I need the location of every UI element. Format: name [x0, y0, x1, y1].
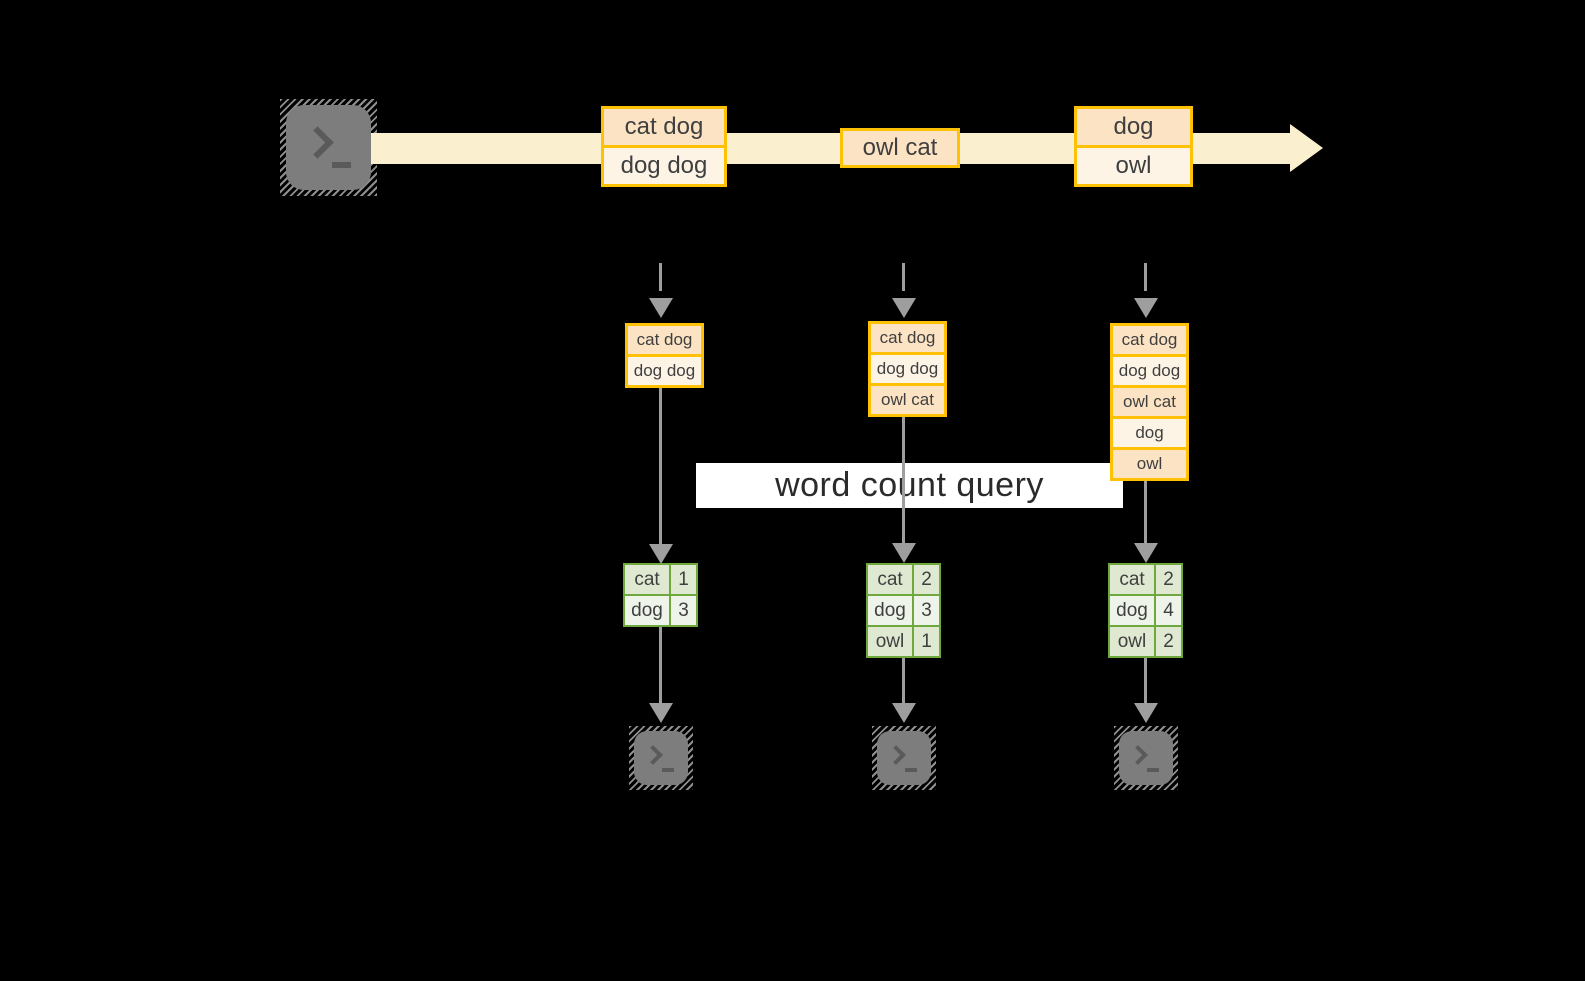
- batch-box: cat dog dog dog owl cat: [868, 321, 947, 417]
- batch-line: owl cat: [871, 386, 944, 414]
- stream-record-group: dog owl: [1074, 106, 1193, 187]
- table-cell-count: 2: [1156, 627, 1181, 656]
- terminal-screen: [634, 731, 688, 785]
- batch-line: dog dog: [628, 357, 701, 385]
- prompt-chevron-icon: [643, 745, 663, 765]
- dashed-arrowhead-icon: [892, 298, 916, 318]
- terminal-screen: [877, 731, 931, 785]
- flow-arrow-line: [659, 627, 662, 705]
- table-cell-word: cat: [625, 565, 669, 594]
- terminal-icon: [629, 726, 693, 790]
- flow-arrow-line: [902, 417, 905, 545]
- batch-line: owl cat: [1113, 388, 1186, 416]
- table-cell-word: dog: [868, 596, 912, 625]
- table-cell-count: 4: [1156, 596, 1181, 625]
- stream-record: cat dog: [604, 109, 724, 145]
- stream-record-group: cat dog dog dog: [601, 106, 727, 187]
- batch-line: owl: [1113, 450, 1186, 478]
- batch-line: cat dog: [628, 326, 701, 354]
- stream-record: owl: [1077, 148, 1190, 184]
- query-banner-label: word count query: [775, 466, 1044, 504]
- prompt-cursor-icon: [662, 768, 674, 772]
- batch-line: cat dog: [871, 324, 944, 352]
- table-cell-word: owl: [868, 627, 912, 656]
- batch-box: cat dog dog dog: [625, 323, 704, 388]
- table-cell-word: dog: [625, 596, 669, 625]
- table-cell-word: cat: [1110, 565, 1154, 594]
- batch-line: dog: [1113, 419, 1186, 447]
- stream-record-group: owl cat: [840, 128, 960, 168]
- flow-arrowhead-icon: [649, 703, 673, 723]
- stream-record: owl cat: [843, 131, 957, 165]
- flow-arrow-line: [902, 658, 905, 705]
- flow-arrowhead-icon: [649, 544, 673, 564]
- table-cell-word: dog: [1110, 596, 1154, 625]
- terminal-screen: [1119, 731, 1173, 785]
- table-cell-word: cat: [868, 565, 912, 594]
- flow-arrow-line: [1144, 658, 1147, 705]
- prompt-chevron-icon: [1128, 745, 1148, 765]
- table-cell-count: 1: [671, 565, 696, 594]
- dashed-arrowhead-icon: [1134, 298, 1158, 318]
- prompt-cursor-icon: [1147, 768, 1159, 772]
- batch-line: dog dog: [871, 355, 944, 383]
- table-cell-count: 3: [914, 596, 939, 625]
- dashed-arrow-line: [1144, 263, 1147, 291]
- flow-arrowhead-icon: [892, 543, 916, 563]
- prompt-chevron-icon: [301, 126, 334, 159]
- table-cell-word: owl: [1110, 627, 1154, 656]
- dashed-arrow-line: [659, 263, 662, 291]
- table-cell-count: 2: [914, 565, 939, 594]
- prompt-cursor-icon: [332, 162, 351, 168]
- batch-line: cat dog: [1113, 326, 1186, 354]
- dashed-arrowhead-icon: [649, 298, 673, 318]
- word-count-table: cat 2 dog 4 owl 2: [1108, 563, 1183, 658]
- flow-arrowhead-icon: [1134, 543, 1158, 563]
- table-cell-count: 1: [914, 627, 939, 656]
- flow-arrowhead-icon: [892, 703, 916, 723]
- word-count-table: cat 2 dog 3 owl 1: [866, 563, 941, 658]
- terminal-icon: [280, 99, 377, 196]
- stream-record: dog dog: [604, 148, 724, 184]
- input-stream-arrowhead-icon: [1290, 124, 1323, 172]
- stream-record: dog: [1077, 109, 1190, 145]
- prompt-chevron-icon: [886, 745, 906, 765]
- prompt-cursor-icon: [905, 768, 917, 772]
- flow-arrow-line: [659, 388, 662, 546]
- terminal-icon: [1114, 726, 1178, 790]
- batch-line: dog dog: [1113, 357, 1186, 385]
- terminal-screen: [286, 105, 371, 190]
- table-cell-count: 3: [671, 596, 696, 625]
- flow-arrowhead-icon: [1134, 703, 1158, 723]
- terminal-icon: [872, 726, 936, 790]
- table-cell-count: 2: [1156, 565, 1181, 594]
- flow-arrow-line: [1144, 481, 1147, 545]
- query-banner: word count query: [696, 463, 1123, 508]
- dashed-arrow-line: [902, 263, 905, 291]
- batch-box: cat dog dog dog owl cat dog owl: [1110, 323, 1189, 481]
- word-count-table: cat 1 dog 3: [623, 563, 698, 627]
